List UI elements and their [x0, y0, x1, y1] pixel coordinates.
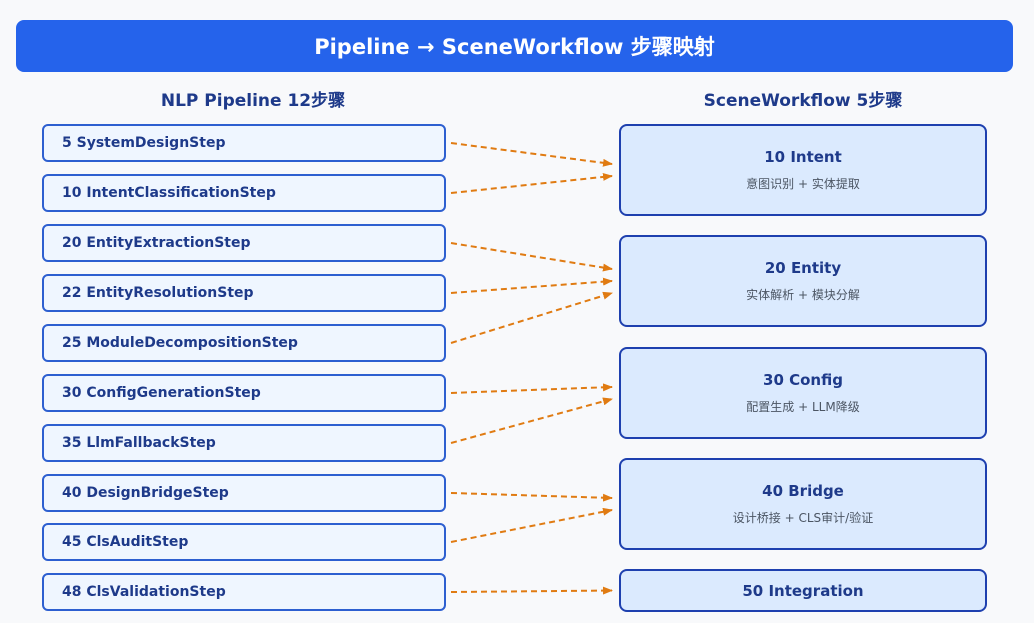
- mapping-arrow: [450, 586, 613, 595]
- workflow-step-entity: 20 Entity 实体解析 + 模块分解: [619, 235, 987, 327]
- workflow-step-description: 意图识别 + 实体提取: [746, 177, 860, 191]
- mapping-arrow: [450, 172, 613, 194]
- pipeline-step-entity-resolution: 22 EntityResolutionStep: [42, 274, 446, 312]
- mapping-arrow: [450, 242, 613, 272]
- mapping-arrow: [450, 142, 613, 167]
- workflow-step-bridge: 40 Bridge 设计桥接 + CLS审计/验证: [619, 458, 987, 550]
- pipeline-step-intent-classification: 10 IntentClassificationStep: [42, 174, 446, 212]
- workflow-step-description: 配置生成 + LLM降级: [746, 400, 860, 414]
- page-title: Pipeline → SceneWorkflow 步骤映射: [16, 20, 1013, 72]
- workflow-step-integration: 50 Integration: [619, 569, 987, 612]
- pipeline-step-cls-validation: 48 ClsValidationStep: [42, 573, 446, 611]
- workflow-step-label: 20 Entity: [764, 259, 842, 277]
- workflow-step-label: 50 Integration: [742, 581, 864, 600]
- workflow-step-label: 30 Config: [763, 371, 843, 389]
- mapping-arrow: [450, 397, 613, 444]
- left-column-title: NLP Pipeline 12步骤: [160, 91, 346, 111]
- workflow-step-label: 10 Intent: [764, 148, 842, 166]
- pipeline-step-config-generation: 30 ConfigGenerationStep: [42, 374, 446, 412]
- workflow-step-intent: 10 Intent 意图识别 + 实体提取: [619, 124, 987, 216]
- right-column-title: SceneWorkflow 5步骤: [703, 91, 903, 111]
- mapping-arrow: [450, 291, 613, 344]
- mapping-arrow: [450, 383, 613, 394]
- workflow-step-label: 40 Bridge: [762, 482, 844, 500]
- mapping-arrow: [450, 507, 613, 543]
- pipeline-step-module-decomposition: 25 ModuleDecompositionStep: [42, 324, 446, 362]
- pipeline-step-design-bridge: 40 DesignBridgeStep: [42, 474, 446, 512]
- mapping-arrow: [450, 277, 613, 294]
- pipeline-step-llm-fallback: 35 LlmFallbackStep: [42, 424, 446, 462]
- pipeline-step-system-design: 5 SystemDesignStep: [42, 124, 446, 162]
- workflow-step-description: 实体解析 + 模块分解: [746, 288, 860, 302]
- workflow-step-config: 30 Config 配置生成 + LLM降级: [619, 347, 987, 439]
- pipeline-step-cls-audit: 45 ClsAuditStep: [42, 523, 446, 561]
- mapping-arrow: [450, 492, 613, 502]
- workflow-step-description: 设计桥接 + CLS审计/验证: [732, 511, 874, 525]
- pipeline-step-entity-extraction: 20 EntityExtractionStep: [42, 224, 446, 262]
